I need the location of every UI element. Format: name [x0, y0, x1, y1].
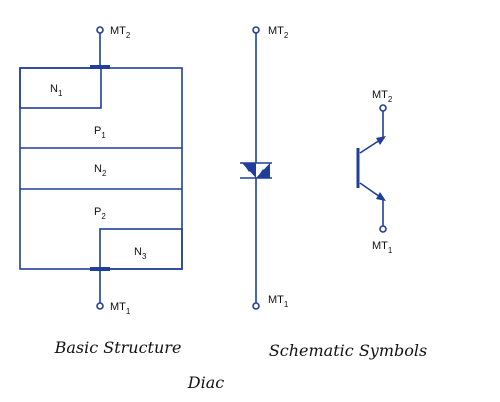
- transistor-top-arrow: [376, 136, 386, 145]
- structure-mt1-terminal: [96, 302, 104, 310]
- symbol-mt1-label: MT1: [268, 294, 289, 309]
- symbol-mt2-label: MT2: [268, 25, 289, 40]
- transistor-symbol: MT2 MT1: [356, 89, 393, 255]
- layer-n1-label: N1: [50, 83, 63, 98]
- basic-structure: MT2 N1 P1 N2 P2 N3 MT1 Basic Structure: [19, 25, 183, 357]
- structure-mt2-base: MT: [110, 25, 126, 37]
- transistor-mt1-label: MT1: [372, 240, 393, 255]
- symbol-triangle-left: [243, 163, 255, 172]
- structure-top-contact: [90, 65, 110, 69]
- figure-caption: Diac: [187, 373, 224, 392]
- structure-mt1-label: MT1: [110, 301, 131, 316]
- layer-n1-region: [19, 67, 102, 109]
- structure-caption: Basic Structure: [54, 338, 182, 357]
- structure-mt2-label: MT2: [110, 25, 131, 40]
- structure-bottom-contact: [90, 267, 110, 271]
- structure-mt2-sub: 2: [126, 31, 131, 40]
- symbol-mt2-terminal: [252, 26, 260, 34]
- diac-symbol: MT2 MT1 Schematic Symbols: [240, 25, 427, 360]
- layer-n3-region: [99, 228, 183, 270]
- symbol-mt1-terminal: [252, 302, 260, 310]
- layer-n3-label: N3: [134, 246, 147, 261]
- layer-p1-label: P1: [94, 125, 106, 140]
- transistor-bottom-arrow: [376, 192, 386, 201]
- layer-n2-label: N2: [94, 163, 107, 178]
- schematic-caption: Schematic Symbols: [269, 341, 427, 360]
- transistor-mt1-terminal: [379, 225, 387, 233]
- structure-mt2-terminal: [96, 26, 104, 34]
- transistor-mt2-label: MT2: [372, 89, 393, 104]
- symbol-triangle-right: [257, 169, 269, 178]
- layer-p2-label: P2: [94, 206, 106, 221]
- transistor-mt2-terminal: [379, 104, 387, 112]
